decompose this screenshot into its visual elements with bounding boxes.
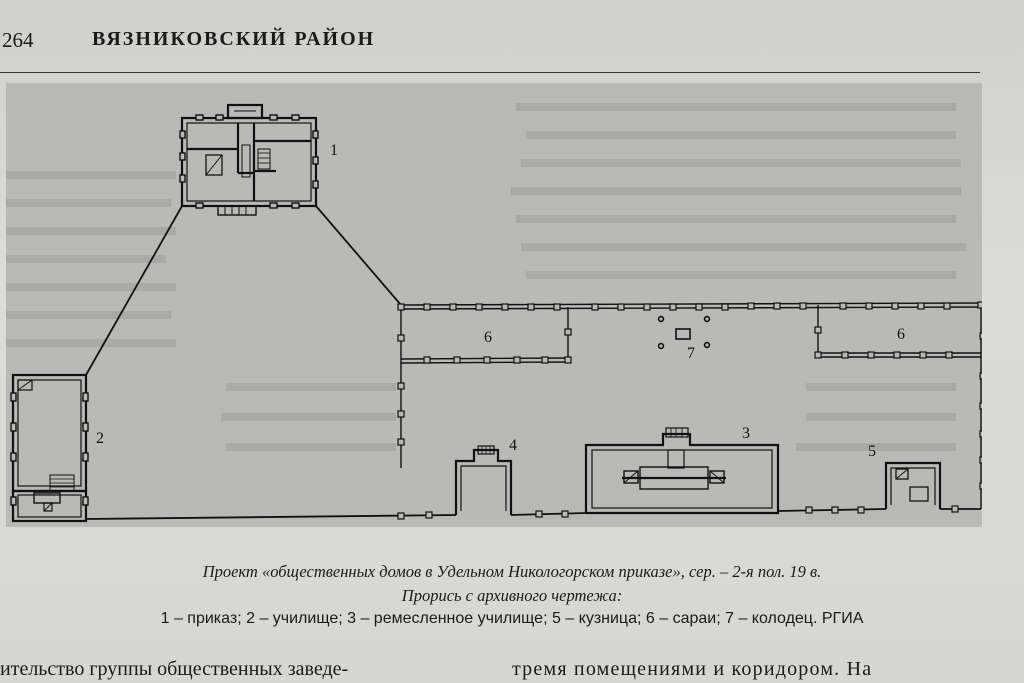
well-7 [657,315,711,350]
header-rule [0,72,980,73]
figure-caption-subtitle: Прорись с архивного чертежа: [401,586,623,605]
body-text-right: тремя помещениями и коридором. На [512,658,873,680]
figure-caption-title: Проект «общественных домов в Удельном Ни… [202,562,822,581]
plan-label-6a: 6 [484,329,492,346]
building-3-craft-school [584,427,780,515]
building-1-prikaz [180,103,318,216]
section-title: ВЯЗНИКОВСКИЙ РАЙОН [92,28,376,50]
building-4 [454,445,513,515]
plan-label-2: 2 [96,430,104,447]
running-head: 264 ВЯЗНИКОВСКИЙ РАЙОН [0,26,1024,73]
plan-plate: 1 2 3 4 5 6 6 7 [6,83,982,527]
figure-caption-legend: 1 – приказ; 2 – училище; 3 – ремесленное… [160,610,864,627]
plan-label-4: 4 [509,437,517,454]
bleed-through-texture [6,103,966,451]
plan-label-3: 3 [742,425,750,442]
building-2-school [11,373,88,523]
plan-label-7: 7 [687,345,695,362]
plan-label-5: 5 [868,443,876,460]
body-text-left: ительство группы общественных заведе- [0,658,349,680]
plan-label-1: 1 [330,142,338,159]
building-5-smithy [884,461,942,509]
page-number: 264 [2,28,34,52]
plan-label-6b: 6 [897,326,905,343]
site-plan-drawing: 1 2 3 4 5 6 6 7 [10,103,982,523]
